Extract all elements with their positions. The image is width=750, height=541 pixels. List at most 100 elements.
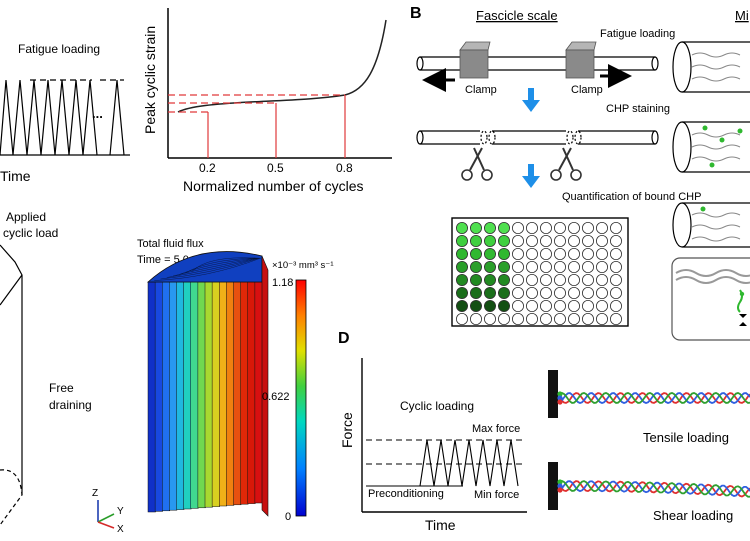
free-draining-label-1: Free — [49, 381, 74, 395]
well — [554, 299, 567, 312]
tensile-molecule — [557, 391, 750, 405]
flux-strip — [211, 281, 220, 507]
well — [497, 286, 510, 299]
well — [526, 299, 539, 312]
cap-mesh-line — [160, 257, 261, 280]
well — [469, 286, 482, 299]
axis-x-label: X — [117, 524, 124, 535]
panel-d-letter: D — [338, 330, 350, 347]
well — [540, 273, 553, 286]
preconditioning-label: Preconditioning — [368, 488, 444, 500]
max-force-label: Max force — [472, 423, 520, 435]
well — [568, 299, 581, 312]
fascicle-tube-loaded — [416, 56, 659, 71]
well — [512, 260, 525, 273]
cylinder-side-face — [261, 255, 269, 517]
well — [469, 312, 482, 325]
colorbar-unit-label: ×10⁻³ mm³ s⁻¹ — [272, 260, 334, 271]
well — [526, 234, 539, 247]
sawtooth-waveform-tail — [109, 79, 125, 156]
well — [568, 286, 581, 299]
molecule-strand — [559, 480, 750, 497]
flux-strip — [240, 281, 249, 505]
tick-label-0.2: 0.2 — [199, 161, 216, 175]
molecule-end-bead — [557, 479, 563, 485]
cylinder-bottom-dashed — [0, 469, 23, 526]
flux-strip — [197, 281, 206, 509]
fatigue-loading-panel: Fatigue loading ... Time — [0, 42, 130, 184]
well — [554, 312, 567, 325]
well — [512, 234, 525, 247]
fascicle-scale-title: Fascicle scale — [476, 8, 558, 23]
colorbar — [295, 279, 307, 517]
axis-y-label: Y — [117, 506, 124, 517]
fascicle-tube-cut — [416, 130, 659, 145]
colorbar-min-label: 0 — [285, 511, 291, 523]
well — [582, 299, 595, 312]
well — [568, 273, 581, 286]
well — [483, 286, 496, 299]
micro-fibril-closeup — [671, 257, 750, 341]
well — [554, 260, 567, 273]
fatigue-loading-label-b: Fatigue loading — [600, 28, 675, 40]
well — [596, 273, 609, 286]
well — [469, 260, 482, 273]
well — [610, 312, 623, 325]
molecule-end-bead — [557, 391, 563, 397]
clamp-left-label: Clamp — [465, 84, 497, 96]
process-arrow-2 — [522, 164, 540, 188]
well — [512, 221, 525, 234]
colorbar-max-label: 1.18 — [272, 277, 293, 289]
panel-d: D Force Time Cyclic loading Max force Mi… — [338, 330, 750, 533]
well — [610, 221, 623, 234]
panel-b: B Fascicle scale Mi Fatigue loading Clam… — [410, 5, 750, 341]
quantification-label: Quantification of bound CHP — [562, 191, 701, 203]
micro-fibril-bundle-1 — [672, 41, 750, 93]
well — [540, 247, 553, 260]
shear-molecule — [557, 479, 750, 498]
well — [582, 247, 595, 260]
well — [497, 273, 510, 286]
well — [540, 234, 553, 247]
well — [582, 273, 595, 286]
flux-title: Total fluid flux — [137, 238, 204, 250]
well — [554, 286, 567, 299]
well — [582, 312, 595, 325]
well — [554, 221, 567, 234]
well — [610, 299, 623, 312]
well — [596, 299, 609, 312]
well — [483, 273, 496, 286]
clamp-right-label: Clamp — [571, 84, 603, 96]
well — [512, 247, 525, 260]
molecule-end-bead — [557, 395, 563, 401]
micro-scale-title-partial: Mi — [735, 8, 749, 23]
cylinder-top-edge — [0, 274, 23, 306]
well — [582, 260, 595, 273]
time-axis-label: Time — [0, 168, 31, 184]
cyclic-force-waveform — [419, 439, 519, 487]
well — [596, 312, 609, 325]
well-grid — [455, 221, 623, 325]
well — [540, 260, 553, 273]
cap-mesh-line — [185, 257, 257, 274]
micro-fibril-bundle-2 — [672, 121, 750, 173]
well — [512, 273, 525, 286]
well — [469, 234, 482, 247]
well — [526, 247, 539, 260]
well — [568, 247, 581, 260]
flux-strip — [154, 281, 163, 512]
tensile-loading-label: Tensile loading — [643, 430, 729, 445]
well — [526, 286, 539, 299]
well — [469, 247, 482, 260]
well — [540, 299, 553, 312]
well — [483, 234, 496, 247]
chart-ylabel: Peak cyclic strain — [142, 26, 158, 134]
well — [483, 260, 496, 273]
chp-staining-label: CHP staining — [606, 103, 670, 115]
well — [540, 312, 553, 325]
shear-loading-label: Shear loading — [653, 508, 733, 523]
scissors-icon — [461, 147, 493, 181]
shear-clamp-block — [548, 462, 558, 510]
